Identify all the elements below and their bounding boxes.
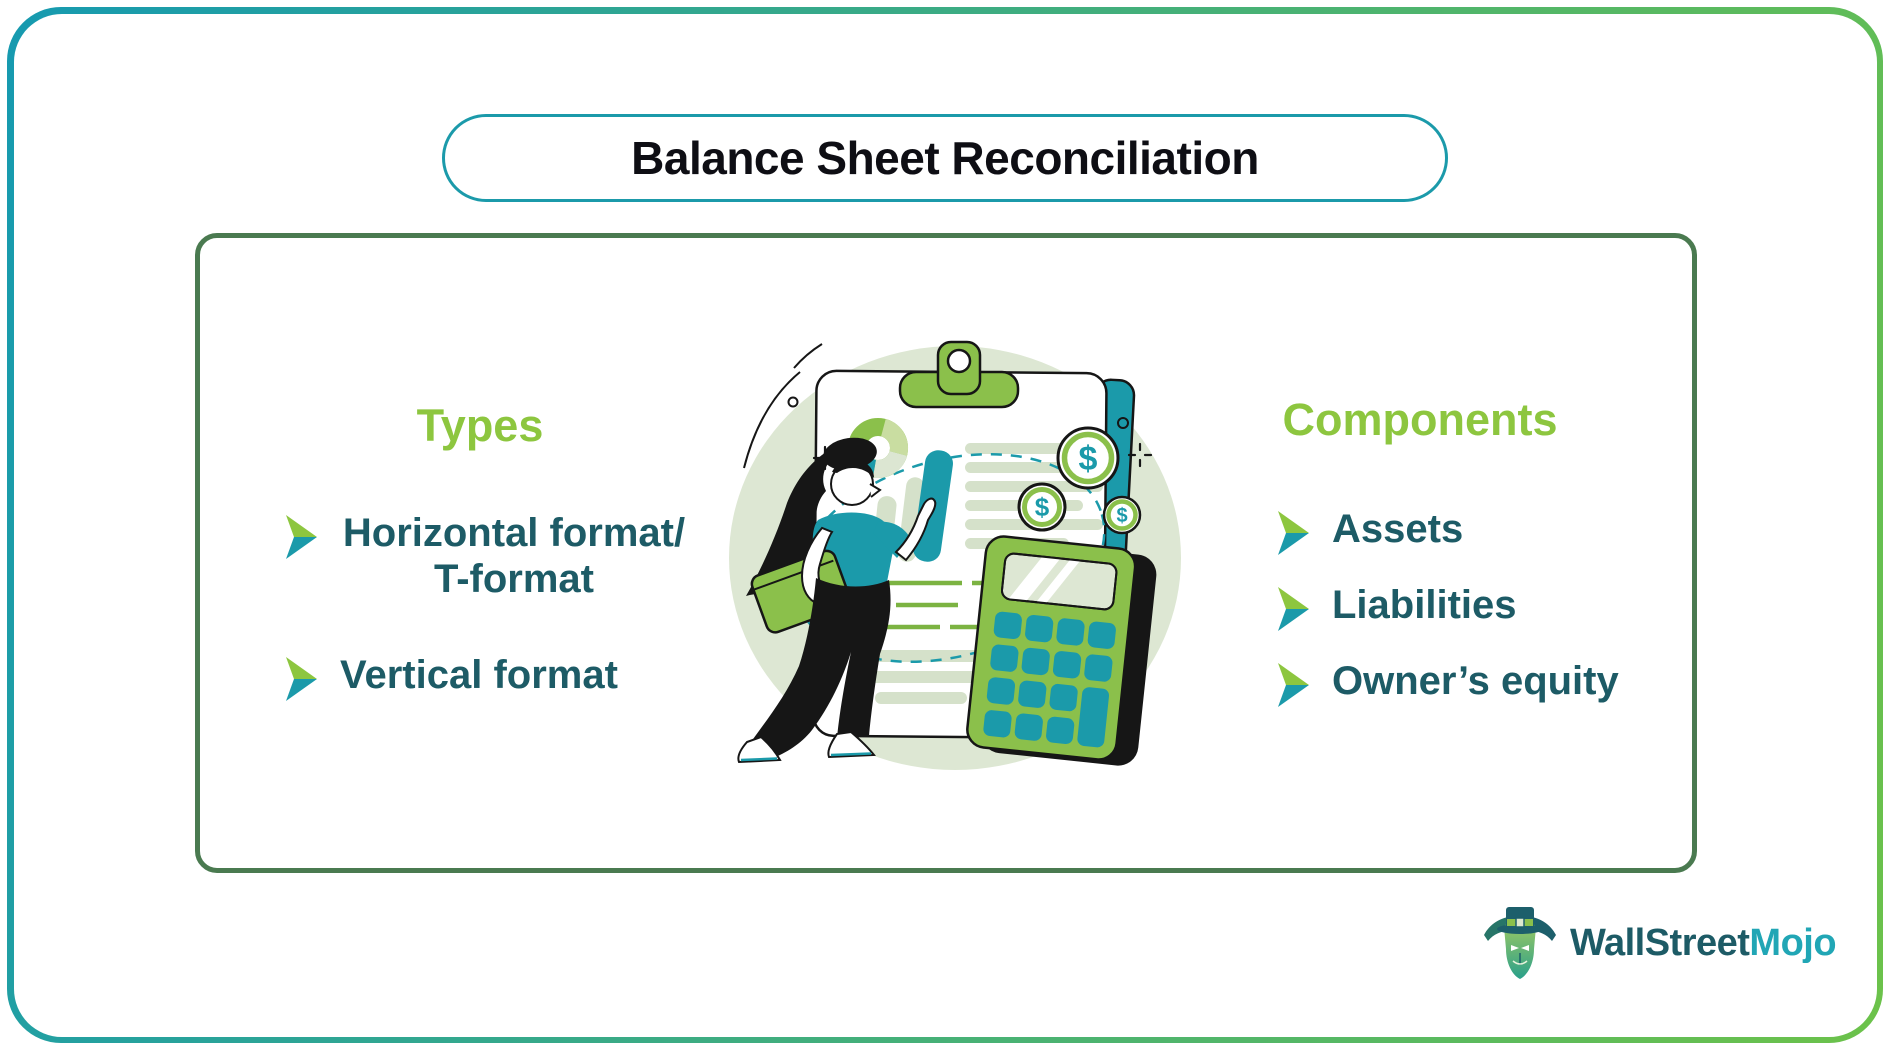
arrow-bullet-icon — [286, 515, 317, 559]
dollar-coin-icon: $ — [1056, 426, 1120, 490]
deco-arc — [743, 371, 801, 469]
person-figure — [737, 437, 937, 764]
arrow-bullet-icon — [1278, 587, 1309, 631]
calculator-icon — [966, 535, 1157, 766]
title-pill: Balance Sheet Reconciliation — [442, 114, 1448, 202]
dollar-coin-icon: $ — [1017, 482, 1067, 532]
brand-wordmark: WallStreetMojo — [1570, 921, 1837, 965]
components-heading: Components — [1282, 394, 1558, 445]
type-item-line2: T-format — [434, 557, 594, 601]
component-item-assets: Assets — [1277, 506, 1463, 556]
brand-accent: Mojo — [1749, 921, 1837, 964]
dollar-glyph: $ — [1035, 492, 1050, 522]
types-heading: Types — [416, 400, 544, 451]
deco-arc — [793, 343, 823, 369]
dollar-glyph: $ — [1116, 505, 1127, 527]
clipboard-analysis-illustration: $ $ $ — [729, 340, 1181, 770]
wallstreetmojo-logo: WallStreetMojo — [1480, 901, 1837, 985]
deco-dot — [1117, 417, 1129, 429]
calculator-keys — [983, 611, 1116, 748]
arrow-bullet-icon — [1278, 663, 1309, 707]
bull-mascot-icon — [1484, 907, 1556, 979]
component-item-liabilities: Liabilities — [1277, 582, 1517, 632]
type-item-label: Vertical format — [340, 653, 618, 697]
deco-dot — [787, 396, 799, 408]
type-item-vertical: Vertical format — [285, 652, 618, 702]
brand-primary: WallStreet — [1570, 921, 1750, 964]
component-item-label: Assets — [1332, 507, 1464, 551]
component-item-label: Liabilities — [1332, 583, 1517, 627]
type-item-horizontal: Horizontal format/ T-format — [285, 510, 688, 602]
sparkle-icon — [1127, 442, 1153, 468]
component-item-owners-equity: Owner’s equity — [1277, 658, 1619, 708]
type-item-label: Horizontal format/ T-format — [340, 510, 688, 602]
arrow-bullet-icon — [286, 657, 317, 701]
arrow-bullet-icon — [1278, 511, 1309, 555]
dollar-glyph: $ — [1079, 440, 1098, 478]
dollar-coin-icon: $ — [1102, 495, 1142, 535]
clipboard-clip — [898, 340, 1020, 409]
type-item-line1: Horizontal format/ — [342, 511, 686, 555]
page-title: Balance Sheet Reconciliation — [631, 132, 1259, 184]
component-item-label: Owner’s equity — [1332, 659, 1619, 703]
